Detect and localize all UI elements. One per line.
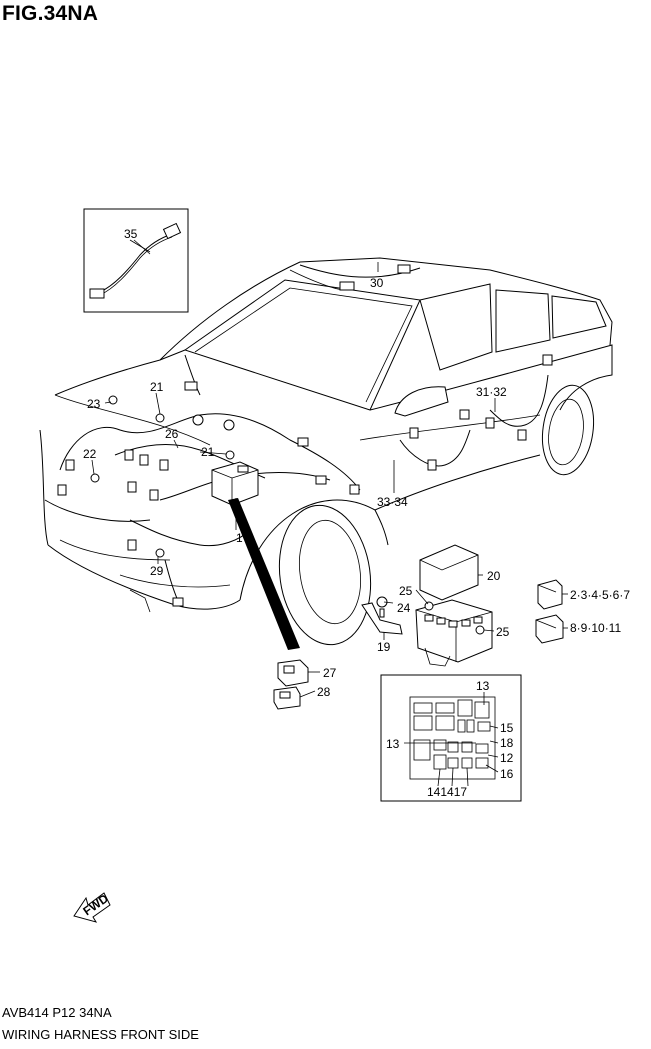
callout-22: 22	[83, 447, 97, 461]
callout-8-11: 8·9·10·11	[570, 621, 621, 635]
callout-14-14-17: 141417	[427, 785, 467, 799]
callout-2-7: 2·3·4·5·6·7	[570, 588, 630, 602]
callout-13-b: 13	[386, 737, 400, 751]
callout-25-a: 25	[399, 584, 413, 598]
fwd-arrow-icon: FWD	[73, 891, 111, 923]
callout-1: 1	[236, 531, 243, 545]
callout-33-34: 33·34	[377, 495, 408, 509]
callout-25-b: 25	[496, 625, 510, 639]
callout-13-a: 13	[476, 679, 490, 693]
callout-35: 35	[124, 227, 138, 241]
part-1-relay-box	[211, 461, 259, 506]
leader-lines	[91, 239, 568, 698]
callout-28: 28	[317, 685, 331, 699]
callout-30: 30	[370, 276, 384, 290]
pointer-arrow	[228, 498, 300, 650]
callout-31-32: 31·32	[476, 385, 507, 399]
callout-18: 18	[500, 736, 514, 750]
fuse-box-assembly	[361, 596, 493, 667]
callout-21-b: 21	[201, 445, 215, 459]
inset-part-35	[83, 208, 189, 313]
figure-code: AVB414 P12 34NA	[2, 1005, 112, 1020]
figure-title: FIG.34NA	[2, 2, 99, 25]
callout-labels: 35 30 21 23 26 21 22 1 29 31·32 33·34 20…	[83, 227, 630, 799]
figure-name: WIRING HARNESS FRONT SIDE	[2, 1027, 199, 1042]
callout-27: 27	[323, 666, 337, 680]
callout-29: 29	[150, 564, 164, 578]
vehicle-body-outline	[39, 257, 613, 646]
callout-20: 20	[487, 569, 501, 583]
wiring-harness	[57, 264, 553, 607]
callout-21-a: 21	[150, 380, 164, 394]
relays	[535, 579, 564, 644]
callout-15: 15	[500, 721, 514, 735]
inset-fuse-layout	[380, 674, 522, 802]
callout-26: 26	[165, 427, 179, 441]
callout-19: 19	[377, 640, 391, 654]
callout-24: 24	[397, 601, 411, 615]
parts-27-28	[273, 659, 309, 710]
callout-12: 12	[500, 751, 514, 765]
callout-16: 16	[500, 767, 514, 781]
part-20-cover	[419, 544, 479, 601]
callout-23: 23	[87, 397, 101, 411]
